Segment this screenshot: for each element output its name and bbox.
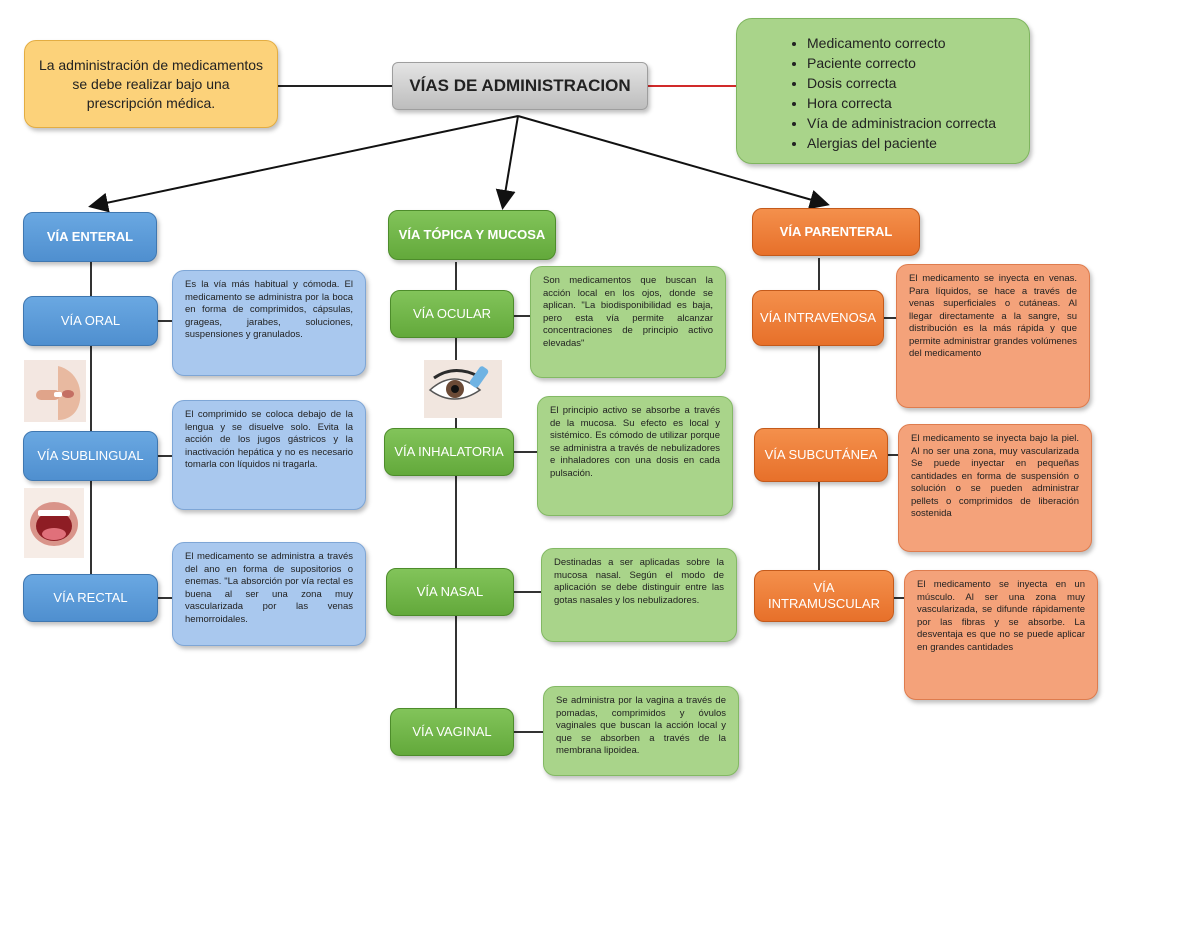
enteral-item-oral: VÍA ORAL: [23, 296, 158, 346]
enteral-item-label: VÍA RECTAL: [53, 590, 128, 605]
checklist-item: Hora correcta: [807, 93, 1029, 113]
enteral-desc-oral: Es la vía más habitual y cómoda. El medi…: [172, 270, 366, 376]
topica-item-label: VÍA NASAL: [416, 584, 484, 599]
prescription-note-text: La administración de medicamentos se deb…: [38, 56, 264, 111]
topica-item-vaginal: VÍA VAGINAL: [390, 708, 514, 756]
parenteral-desc-subcutanea: El medicamento se inyecta bajo la piel. …: [898, 424, 1092, 552]
parenteral-item-label: VÍA SUBCUTÁNEA: [764, 447, 878, 462]
enteral-item-label: VÍA ORAL: [60, 313, 121, 328]
topica-desc-text: Se administra por la vagina a través de …: [556, 695, 726, 756]
administration-checklist: Medicamento correcto Paciente correcto D…: [736, 18, 1030, 164]
arrow-parenteral: [517, 115, 830, 210]
enteral-desc-text: El comprimido se coloca debajo de la len…: [185, 409, 353, 470]
parenteral-desc-intramuscular: El medicamento se inyecta en un músculo.…: [904, 570, 1098, 700]
checklist-item: Medicamento correcto: [807, 33, 1029, 53]
page-title-text: VÍAS DE ADMINISTRACION: [409, 76, 631, 95]
topica-desc-text: Destinadas a ser aplicadas sobre la muco…: [554, 557, 724, 606]
topica-item-ocular: VÍA OCULAR: [390, 290, 514, 338]
topica-desc-text: Son medicamentos que buscan la acción lo…: [543, 275, 713, 349]
parenteral-header-label: VÍA PARENTERAL: [779, 224, 893, 239]
arrow-topica: [495, 115, 519, 210]
checklist-item: Dosis correcta: [807, 73, 1029, 93]
prescription-note: La administración de medicamentos se deb…: [24, 40, 278, 128]
enteral-item-label: VÍA SUBLINGUAL: [37, 448, 144, 463]
page-title: VÍAS DE ADMINISTRACION: [392, 62, 648, 110]
enteral-header: VÍA ENTERAL: [23, 212, 157, 262]
topica-item-inhalatoria: VÍA INHALATORIA: [384, 428, 514, 476]
enteral-header-label: VÍA ENTERAL: [46, 229, 134, 244]
checklist-item: Vía de administracion correcta: [807, 113, 1029, 133]
topica-desc-vaginal: Se administra por la vagina a través de …: [543, 686, 739, 776]
topica-item-label: VÍA VAGINAL: [412, 724, 492, 739]
topica-item-label: VÍA OCULAR: [412, 306, 492, 321]
enteral-desc-sublingual: El comprimido se coloca debajo de la len…: [172, 400, 366, 510]
topica-header: VÍA TÓPICA Y MUCOSA: [388, 210, 556, 260]
parenteral-desc-text: El medicamento se inyecta en venas. Para…: [909, 273, 1077, 359]
parenteral-item-intramuscular: VÍA INTRAMUSCULAR: [754, 570, 894, 622]
parenteral-header: VÍA PARENTERAL: [752, 208, 920, 256]
topica-desc-inhalatoria: El principio activo se absorbe a través …: [537, 396, 733, 516]
sublingual-mouth-image: [24, 488, 84, 558]
arrow-enteral: [88, 115, 519, 213]
ocular-eye-image: [424, 360, 502, 418]
checklist-item: Paciente correcto: [807, 53, 1029, 73]
enteral-desc-text: El medicamento se administra a través de…: [185, 551, 353, 625]
parenteral-item-label: VÍA INTRAVENOSA: [759, 310, 877, 325]
enteral-desc-text: Es la vía más habitual y cómoda. El medi…: [185, 279, 353, 340]
topica-item-nasal: VÍA NASAL: [386, 568, 514, 616]
checklist-list: Medicamento correcto Paciente correcto D…: [737, 19, 1029, 153]
checklist-item: Alergias del paciente: [807, 133, 1029, 153]
parenteral-item-subcutanea: VÍA SUBCUTÁNEA: [754, 428, 888, 482]
parenteral-desc-text: El medicamento se inyecta bajo la piel. …: [911, 433, 1079, 519]
topica-item-label: VÍA INHALATORIA: [394, 444, 504, 459]
enteral-item-sublingual: VÍA SUBLINGUAL: [23, 431, 158, 481]
enteral-item-rectal: VÍA RECTAL: [23, 574, 158, 622]
enteral-desc-rectal: El medicamento se administra a través de…: [172, 542, 366, 646]
topica-desc-text: El principio activo se absorbe a través …: [550, 405, 720, 479]
oral-pill-image: [24, 360, 86, 422]
parenteral-item-label: VÍA INTRAMUSCULAR: [768, 580, 880, 611]
parenteral-desc-text: El medicamento se inyecta en un músculo.…: [917, 579, 1085, 653]
topica-desc-nasal: Destinadas a ser aplicadas sobre la muco…: [541, 548, 737, 642]
topica-desc-ocular: Son medicamentos que buscan la acción lo…: [530, 266, 726, 378]
topica-header-label: VÍA TÓPICA Y MUCOSA: [398, 227, 546, 242]
parenteral-item-intravenosa: VÍA INTRAVENOSA: [752, 290, 884, 346]
parenteral-desc-intravenosa: El medicamento se inyecta en venas. Para…: [896, 264, 1090, 408]
